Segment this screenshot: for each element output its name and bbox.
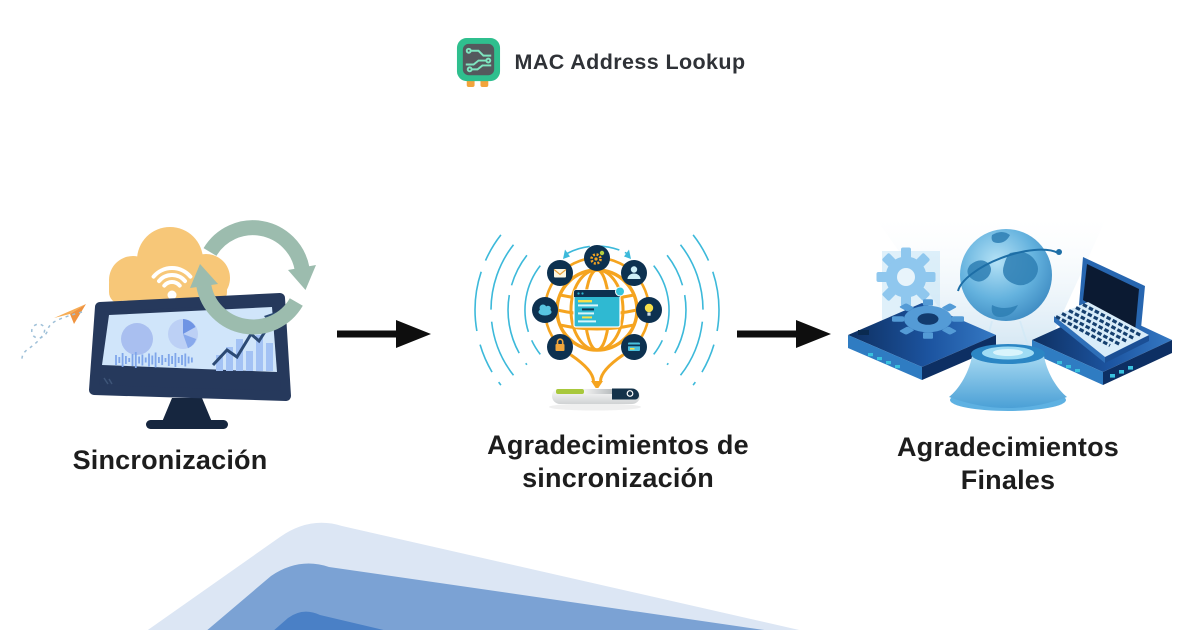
paper-plane-icon xyxy=(21,304,86,360)
gear-icon xyxy=(584,245,610,271)
lock-icon xyxy=(547,334,573,360)
waveform-chart xyxy=(115,352,193,368)
donut-chart xyxy=(121,323,153,355)
bar-line-chart xyxy=(211,312,276,371)
flow-step-agradecimientos-de-sincronizacion: Agradecimientos de sincronización xyxy=(450,232,786,495)
code-window xyxy=(573,286,625,328)
step-label-line: Sincronización xyxy=(72,445,268,475)
ribbon-layer-middle xyxy=(207,563,765,630)
cloud-icon xyxy=(532,297,558,323)
sync-arrows-icon xyxy=(203,220,316,290)
step-label-line: sincronización xyxy=(522,463,714,493)
flow-arrow-1 xyxy=(337,320,431,348)
ribbon-layer-inner xyxy=(274,611,384,630)
cloud-sync-monitor-illustration xyxy=(21,220,316,429)
hologram-globe-devices-illustration xyxy=(848,219,1172,411)
icon-ring xyxy=(532,245,662,390)
step-label: Sincronización xyxy=(20,444,320,477)
projector-base xyxy=(949,344,1067,411)
plane-trail xyxy=(21,311,83,360)
signal-waves xyxy=(474,234,720,386)
step-label-line: Agradecimientos de xyxy=(487,430,749,460)
gears-platform xyxy=(848,247,996,380)
cloud-wifi-icon xyxy=(109,227,230,304)
gear-standing-icon xyxy=(876,247,936,307)
idea-icon xyxy=(636,297,662,323)
circuit-chip-icon xyxy=(456,37,500,87)
user-icon xyxy=(621,260,647,286)
flow-step-agradecimientos-finales: Agradecimientos Finales xyxy=(842,213,1174,497)
laptop-icon xyxy=(1054,257,1149,363)
pie-chart xyxy=(168,319,198,349)
step-label-line: Finales xyxy=(960,465,1056,495)
card-icon xyxy=(621,334,647,360)
keyboard-keys xyxy=(1055,303,1142,347)
step-label: Agradecimientos Finales xyxy=(842,431,1174,497)
step-label-line: Agradecimientos xyxy=(896,432,1120,462)
flow-step-sincronizacion: Sincronización xyxy=(20,208,320,477)
app-title: MAC Address Lookup xyxy=(514,49,746,74)
laptop-platform xyxy=(1032,257,1172,385)
orbit-line xyxy=(957,248,1059,292)
gear-flat-icon xyxy=(892,299,964,339)
email-icon xyxy=(547,260,573,286)
flow-arrow-2 xyxy=(737,320,831,348)
step-label: Agradecimientos de sincronización xyxy=(450,429,786,495)
down-arrow-icon xyxy=(591,381,603,390)
hologram-globe xyxy=(957,229,1062,353)
monitor-dashboard xyxy=(89,293,291,429)
router-device xyxy=(549,388,641,411)
network-globe-broadcast-illustration xyxy=(474,234,720,411)
corner-ribbon-layers xyxy=(147,522,800,630)
app-logo-lockup: MAC Address Lookup xyxy=(0,33,1200,91)
sync-arrows-icon-front xyxy=(190,264,303,335)
